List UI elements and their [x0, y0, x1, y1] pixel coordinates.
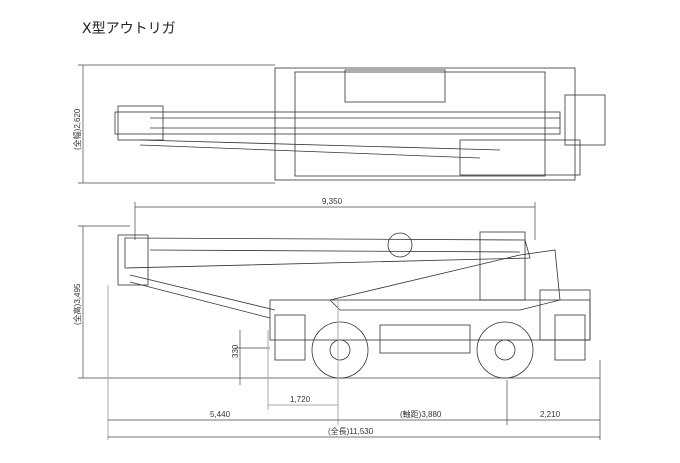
side-view: (全高)3,495 9,350 330 — [72, 197, 601, 440]
top-view: (全幅)2,620 — [72, 64, 606, 184]
boom-length-label: 9,350 — [322, 197, 343, 206]
drawing-title: X型アウトリガ — [82, 21, 176, 37]
overall-height-label: (全高)3,495 — [72, 283, 82, 325]
length-dimensions: 1,720 5,440 (軸距)3,880 2,210 (全長)11,530 — [108, 395, 600, 438]
rear-overhang-label: 2,210 — [540, 410, 561, 419]
overall-width-label: (全幅)2,620 — [72, 108, 82, 150]
overall-length-label: (全長)11,530 — [328, 426, 374, 436]
ground-clearance-label: 330 — [231, 344, 240, 358]
overhang-offset-label: 1,720 — [290, 395, 311, 404]
wheelbase-label: (軸距)3,880 — [400, 409, 442, 419]
front-overhang-label: 5,440 — [210, 410, 231, 419]
